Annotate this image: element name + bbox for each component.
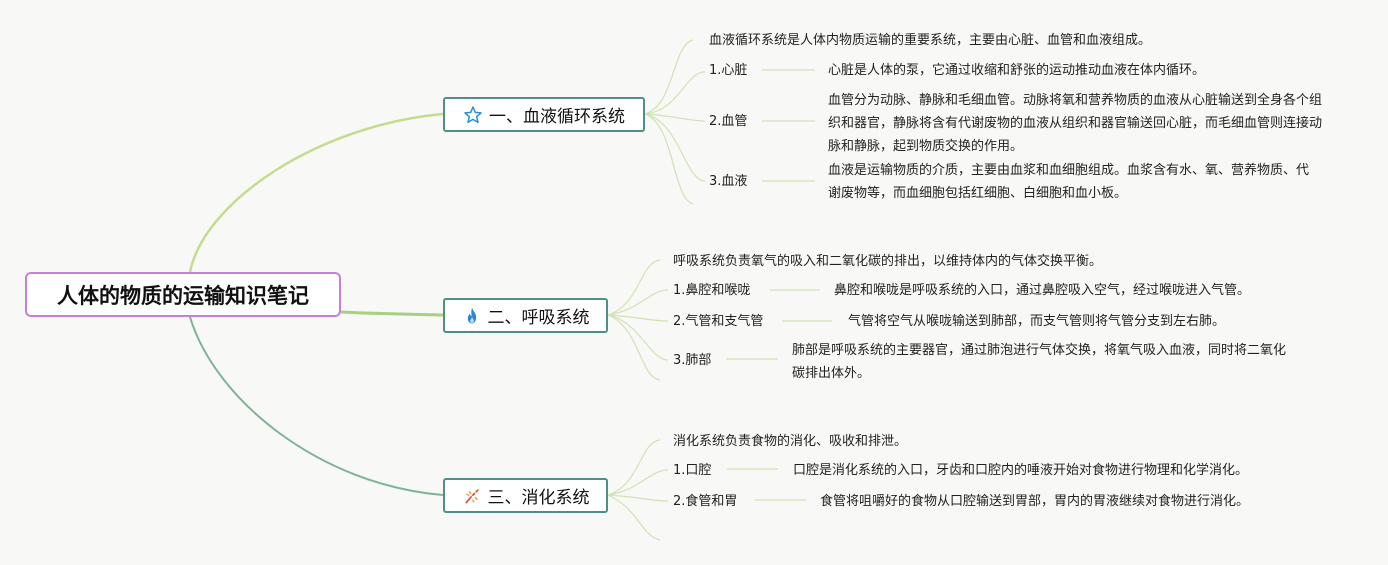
root-node[interactable]: 人体的物质的运输知识笔记 bbox=[25, 272, 341, 317]
branch-1-item-1-label: 1.心脏 bbox=[709, 63, 748, 78]
fan-1-item-3 bbox=[644, 113, 706, 182]
branch-title: 三、消化系统 bbox=[487, 488, 590, 508]
link-root-branch-1 bbox=[188, 112, 444, 273]
fan-2-summary bbox=[607, 259, 661, 316]
root-title: 人体的物质的运输知识笔记 bbox=[57, 283, 309, 308]
branch-1-item-3-desc: 血液是运输物质的介质，主要由血浆和血细胞组成。血浆含有水、氧、营养物质、代谢废物… bbox=[828, 163, 1310, 201]
fan-2-item-1 bbox=[607, 289, 669, 316]
fan-3-item-1 bbox=[607, 469, 669, 496]
fan-3-bottom bbox=[607, 494, 661, 541]
branch-title: 一、血液循环系统 bbox=[489, 107, 625, 127]
branch-title: 二、呼吸系统 bbox=[487, 308, 590, 328]
branch-respiratory[interactable]: 二、呼吸系统 bbox=[443, 298, 608, 333]
branch-blood-circulation[interactable]: 一、血液循环系统 bbox=[443, 97, 645, 132]
link-root-branch-3 bbox=[189, 316, 444, 496]
fan-1-summary bbox=[644, 39, 694, 115]
branch-2-item-1-desc: 鼻腔和喉咙是呼吸系统的入口，通过鼻腔吸入空气，经过喉咙进入气管。 bbox=[834, 283, 1251, 298]
branch-2-item-3-label: 3.肺部 bbox=[673, 353, 712, 368]
fan-1-item-2 bbox=[644, 113, 706, 122]
branch-1-item-3-label: 3.血液 bbox=[709, 174, 748, 189]
fan-2-item-2 bbox=[607, 314, 669, 322]
branch-1-item-1-desc: 心脏是人体的泵，它通过收缩和舒张的运动推动血液在体内循环。 bbox=[828, 63, 1206, 78]
branch-1-item-2-label: 2.血管 bbox=[709, 114, 748, 129]
branch-3-summary: 消化系统负责食物的消化、吸收和排泄。 bbox=[673, 434, 908, 449]
fireworks-icon bbox=[462, 486, 482, 506]
branch-1-item-2-desc: 血管分为动脉、静脉和毛细血管。动脉将氧和营养物质的血液从心脏输送到全身各个组织和… bbox=[828, 93, 1323, 154]
branch-3-item-2-label: 2.食管和胃 bbox=[673, 494, 738, 509]
fan-2-item-3 bbox=[607, 314, 669, 361]
fan-3-item-2 bbox=[607, 494, 669, 502]
flame-icon bbox=[462, 306, 482, 326]
branch-3-item-1-label: 1.口腔 bbox=[673, 463, 712, 478]
fan-3-summary bbox=[607, 439, 661, 496]
branch-3-item-2-desc: 食管将咀嚼好的食物从口腔输送到胃部，胃内的胃液继续对食物进行消化。 bbox=[820, 494, 1250, 509]
branch-2-item-3-desc: 肺部是呼吸系统的主要器官，通过肺泡进行气体交换，将氧气吸入血液，同时将二氧化碳排… bbox=[792, 343, 1287, 381]
fan-1-item-1 bbox=[644, 71, 706, 115]
branch-3-item-1-desc: 口腔是消化系统的入口，牙齿和口腔内的唾液开始对食物进行物理和化学消化。 bbox=[793, 463, 1249, 478]
branch-2-summary: 呼吸系统负责氧气的吸入和二氧化碳的排出，以维持体内的气体交换平衡。 bbox=[673, 254, 1103, 269]
branch-2-item-2-desc: 气管将空气从喉咙输送到肺部，而支气管则将气管分支到左右肺。 bbox=[848, 314, 1226, 329]
branch-digestive[interactable]: 三、消化系统 bbox=[443, 478, 608, 513]
branch-1-summary: 血液循环系统是人体内物质运输的重要系统，主要由心脏、血管和血液组成。 bbox=[709, 33, 1152, 48]
branch-2-item-2-label: 2.气管和支气管 bbox=[673, 314, 764, 329]
fan-2-bottom bbox=[607, 314, 661, 381]
branch-2-item-1-label: 1.鼻腔和喉咙 bbox=[673, 283, 751, 298]
star-outline-icon bbox=[463, 105, 483, 125]
link-root-branch-2 bbox=[340, 310, 444, 317]
fan-1-bottom bbox=[644, 113, 694, 205]
